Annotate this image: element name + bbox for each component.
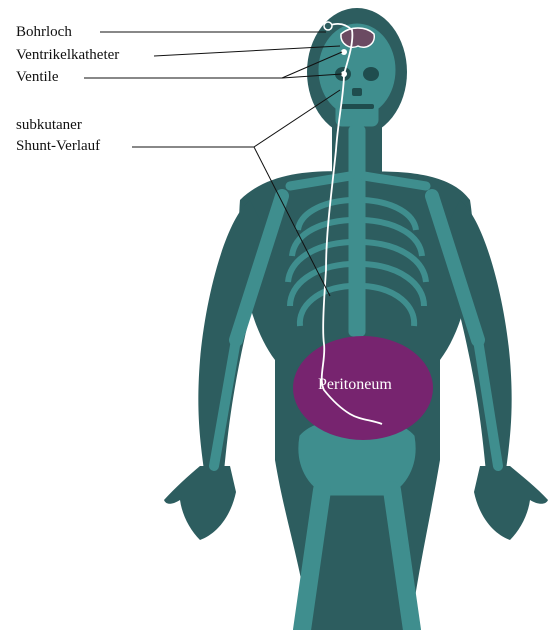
- bohrloch-marker: [324, 22, 332, 30]
- label-shunt-verlauf: Shunt-Verlauf: [16, 138, 100, 155]
- label-subkutaner: subkutaner: [16, 117, 82, 134]
- label-ventrikelkatheter: Ventrikelkatheter: [16, 47, 119, 64]
- label-bohrloch: Bohrloch: [16, 24, 72, 41]
- label-peritoneum: Peritoneum: [318, 376, 392, 393]
- label-ventile: Ventile: [16, 69, 59, 86]
- brain-ventricle: [341, 28, 374, 47]
